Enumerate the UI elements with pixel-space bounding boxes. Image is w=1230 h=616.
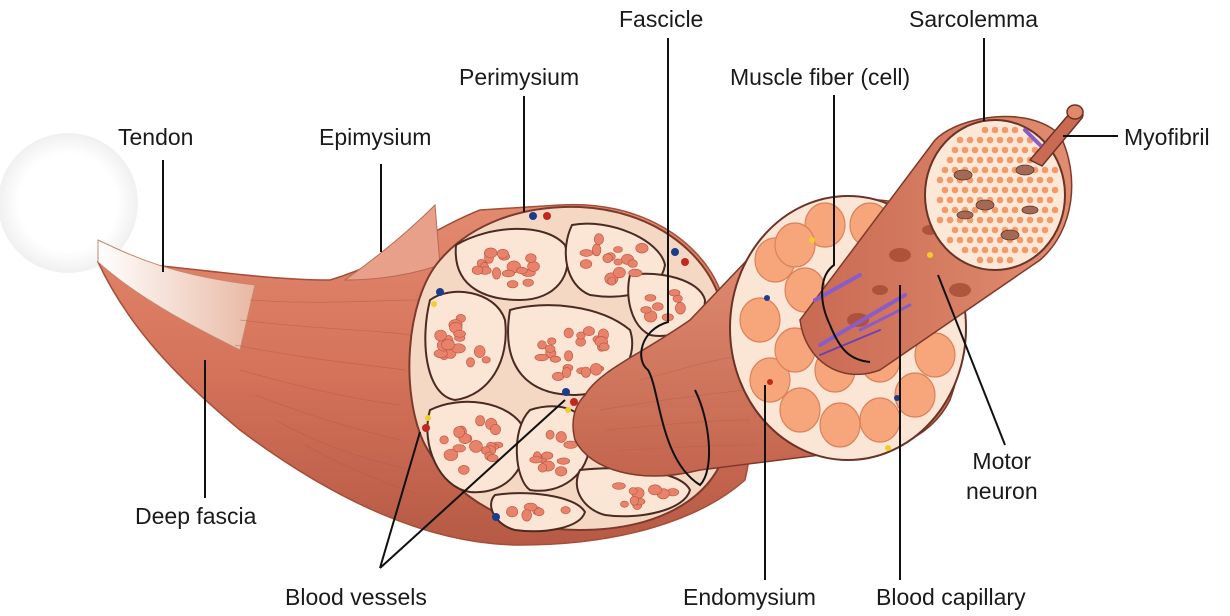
- label-fascicle: Fascicle: [619, 6, 703, 32]
- label-perimysium: Perimysium: [459, 64, 579, 90]
- label-blood-capillary: Blood capillary: [876, 584, 1026, 610]
- label-muscle-fiber: Muscle fiber (cell): [730, 64, 910, 90]
- label-deep-fascia: Deep fascia: [135, 503, 256, 529]
- label-blood-vessels: Blood vessels: [285, 584, 427, 610]
- label-motor-neuron: Motor neuron: [966, 446, 1038, 506]
- label-tendon: Tendon: [118, 124, 193, 150]
- label-endomysium: Endomysium: [683, 584, 816, 610]
- label-sarcolemma: Sarcolemma: [909, 6, 1038, 32]
- epimysium-flap: [345, 205, 440, 280]
- label-myofibril: Myofibril: [1124, 124, 1210, 150]
- label-epimysium: Epimysium: [319, 124, 431, 150]
- myofibril-tip: [1067, 105, 1083, 119]
